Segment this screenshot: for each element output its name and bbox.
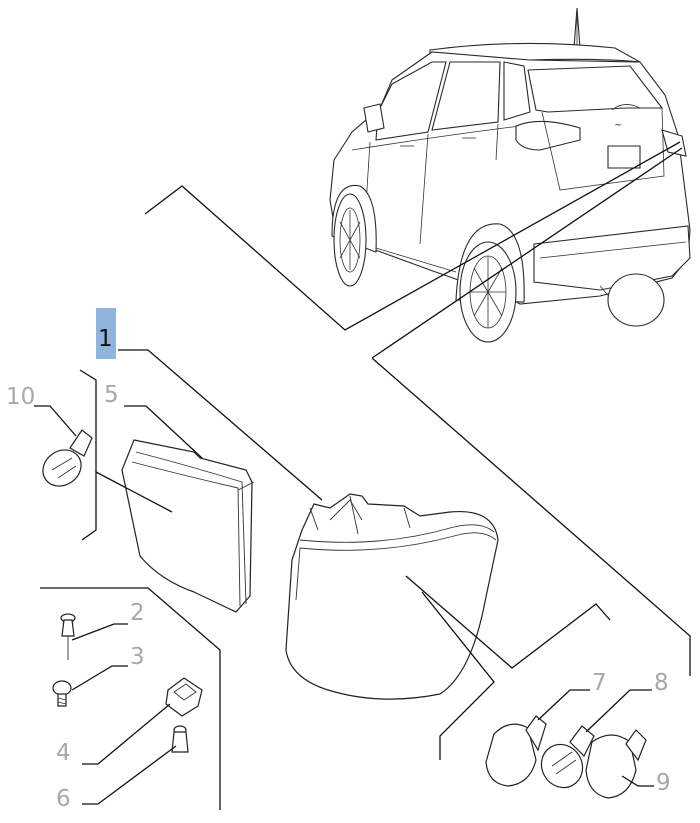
car-leader-lines — [144, 141, 691, 676]
clip-4-icon — [165, 677, 203, 717]
callout-7-label: 7 — [592, 670, 607, 696]
bulb-7-icon — [485, 715, 547, 787]
callout-1-label: 1 — [98, 326, 113, 352]
car-rear-view-icon: ~ — [329, 7, 691, 343]
bulb-8-icon — [540, 725, 595, 789]
bolt-3-icon — [52, 680, 72, 707]
callout-2-label: 2 — [130, 600, 145, 626]
screw-2-icon — [60, 613, 76, 660]
svg-text:~: ~ — [614, 120, 622, 131]
callout-3-label: 3 — [130, 644, 145, 670]
callout-6-label: 6 — [56, 786, 71, 812]
tail-lamp-assembly-icon — [285, 493, 499, 700]
callout-1-highlight — [96, 308, 116, 359]
callout-5-label: 5 — [104, 382, 119, 408]
lamp-housing-icon — [121, 439, 255, 613]
bulb-10-icon — [42, 429, 93, 487]
callout-9-label: 9 — [656, 770, 671, 796]
callout-1[interactable]: 1 — [96, 308, 116, 359]
callout-10-label: 10 — [6, 384, 35, 410]
callout-4-label: 4 — [56, 740, 71, 766]
callout-8-label: 8 — [654, 670, 669, 696]
plug-pin-6-icon — [171, 725, 189, 753]
bulb-9-icon — [585, 729, 647, 799]
